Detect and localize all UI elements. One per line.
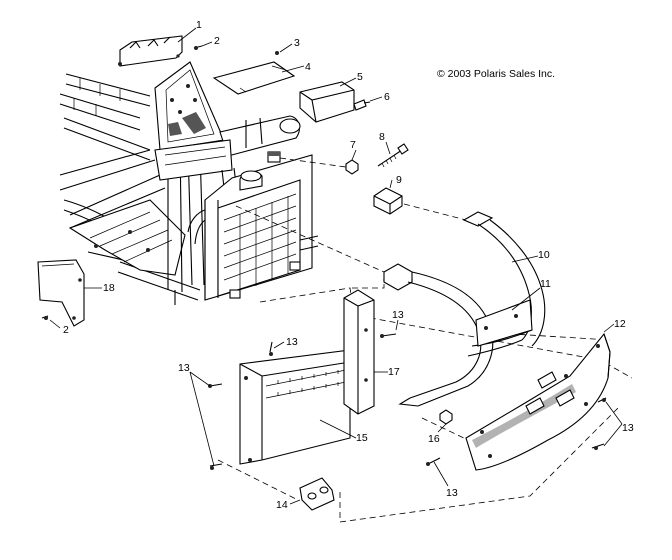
callout-11: 11	[540, 278, 551, 290]
part-14-bracket: 14	[276, 477, 335, 511]
part-5-bracket: 5	[299, 71, 363, 123]
callout-1: 1	[196, 19, 202, 31]
part-1-clip: 1	[118, 19, 202, 67]
part-18-side-panel: 18	[37, 259, 115, 327]
callout-13-left: 13	[178, 362, 190, 374]
part-17-side-panel: 17	[343, 289, 400, 415]
part-7-nut: 7	[345, 139, 359, 175]
part-16-fastener: 16	[428, 409, 453, 445]
part-9-pad: 9	[373, 174, 403, 215]
radiator	[187, 154, 319, 301]
callout-18: 18	[103, 282, 115, 294]
part-15-lower-shield: 15	[239, 349, 368, 465]
callout-16: 16	[428, 433, 440, 445]
callout-13-right: 13	[622, 422, 634, 434]
copyright-text: © 2003 Polaris Sales Inc.	[437, 68, 555, 80]
callout-2-top: 2	[214, 35, 220, 47]
part-8-bolt: 8	[377, 131, 409, 168]
callout-13-bottom: 13	[446, 487, 458, 499]
callout-13-center: 13	[286, 336, 298, 348]
callout-13-upper-right: 13	[392, 309, 404, 321]
part-2-screw-top: 2	[193, 35, 220, 50]
callout-5: 5	[357, 71, 363, 83]
callout-8: 8	[379, 131, 385, 143]
part-3-screw: 3	[275, 37, 300, 55]
callout-12: 12	[614, 318, 626, 330]
vehicle-frame	[59, 61, 301, 305]
part-6-fastener: 6	[353, 91, 390, 111]
callout-4: 4	[305, 61, 311, 73]
callout-9: 9	[396, 174, 402, 186]
part-4-pad: 4	[212, 61, 311, 95]
callout-7: 7	[350, 139, 356, 151]
callout-2-bottom: 2	[63, 324, 69, 336]
callout-17: 17	[388, 366, 400, 378]
callout-15: 15	[356, 432, 368, 444]
callout-3: 3	[294, 37, 300, 49]
part-12-skid-plate: 12	[465, 318, 626, 471]
part-13-fasteners: 13 13 13 13 13	[178, 309, 634, 499]
callout-14: 14	[276, 499, 288, 511]
part-2-screw-bottom: 2	[41, 315, 69, 336]
callout-6: 6	[384, 91, 390, 103]
part-11-bracket: 11	[511, 278, 551, 311]
callout-10: 10	[538, 249, 550, 261]
part-10-front-bumper: 10	[382, 211, 550, 407]
